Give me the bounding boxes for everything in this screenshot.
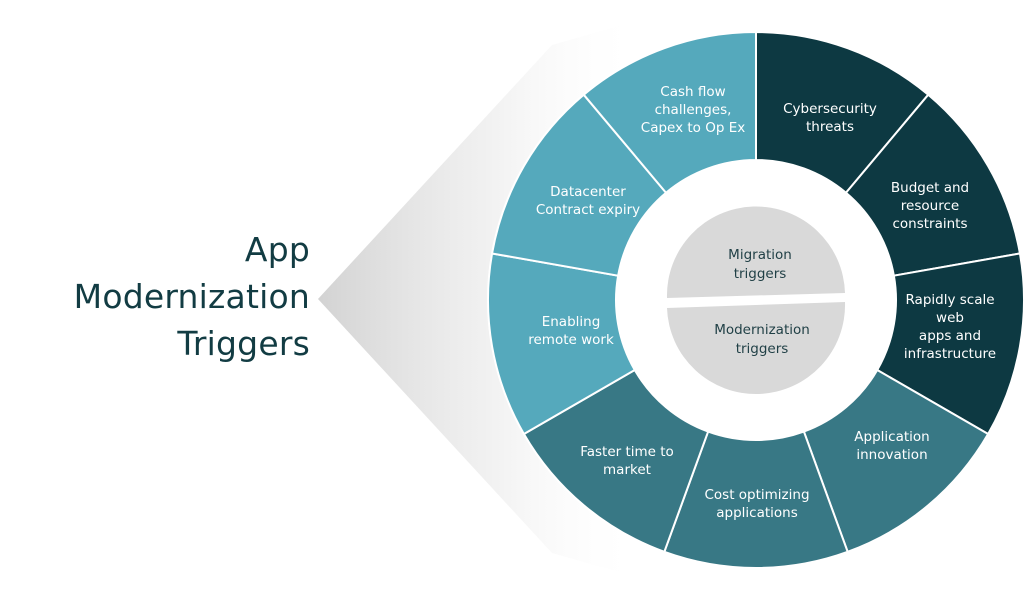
title-line-3: Triggers	[177, 324, 310, 363]
segment-label-remote-work-line-2: remote work	[528, 332, 614, 348]
segment-label-cash-flow-line-1: Cash flow	[660, 84, 726, 100]
center-label-modernization-line-1: Modernization	[714, 322, 810, 338]
segment-label-rapidly-scale-line-4: infrastructure	[903, 346, 997, 362]
segment-label-budget: Budget and resource constraints	[891, 179, 969, 233]
segment-label-rapidly-scale-line-1: Rapidly scale	[905, 292, 995, 308]
segment-label-application-innovation-line-1: Application	[854, 429, 930, 445]
segment-label-rapidly-scale: Rapidly scale web apps and infrastructure	[904, 291, 996, 363]
segment-label-application-innovation-line-2: innovation	[856, 447, 928, 463]
center-label-migration-line-2: triggers	[733, 266, 787, 282]
segment-label-cost-optimizing-line-2: applications	[716, 505, 798, 521]
segment-label-cybersecurity-line-2: threats	[805, 119, 854, 135]
segment-label-cash-flow-line-2: challenges,	[654, 102, 732, 118]
segment-label-rapidly-scale-line-3: apps and	[918, 328, 982, 344]
center-label-migration: Migration triggers	[728, 246, 792, 284]
segment-label-rapidly-scale-line-2: web	[936, 310, 964, 326]
segment-label-cash-flow: Cash flow challenges, Capex to Op Ex	[641, 83, 745, 137]
segment-label-remote-work: Enabling remote work	[528, 313, 614, 349]
segment-label-cybersecurity: Cybersecurity threats	[783, 100, 877, 136]
segment-label-cost-optimizing-line-1: Cost optimizing	[704, 487, 810, 503]
title-line-2: Modernization	[73, 277, 310, 316]
diagram-title: App Modernization Triggers	[74, 226, 310, 367]
center-label-modernization: Modernization triggers	[714, 321, 810, 359]
center-label-migration-line-1: Migration	[728, 247, 792, 263]
inner-white-ring	[616, 160, 896, 440]
segment-label-cost-optimizing: Cost optimizing applications	[704, 486, 809, 522]
segment-label-faster-time-line-2: market	[603, 462, 651, 478]
segment-label-budget-line-2: resource	[900, 198, 960, 214]
segment-label-datacenter-line-2: Contract expiry	[535, 202, 641, 218]
segment-label-faster-time: Faster time to market	[580, 443, 674, 479]
segment-label-cash-flow-line-3: Capex to Op Ex	[640, 120, 746, 136]
center-label-modernization-line-2: triggers	[735, 341, 789, 357]
segment-label-remote-work-line-1: Enabling	[541, 314, 601, 330]
segment-label-budget-line-1: Budget and	[890, 180, 970, 196]
segment-label-budget-line-3: constraints	[892, 216, 968, 232]
center-disc-bottom	[667, 302, 846, 395]
segment-label-cybersecurity-line-1: Cybersecurity	[783, 101, 877, 117]
center-disc-top	[666, 206, 845, 298]
segment-label-application-innovation: Application innovation	[854, 428, 929, 464]
segment-label-datacenter-line-1: Datacenter	[550, 184, 626, 200]
segment-label-faster-time-line-1: Faster time to	[580, 444, 674, 460]
segments-layer	[487, 30, 1024, 569]
title-line-1: App	[244, 230, 310, 269]
